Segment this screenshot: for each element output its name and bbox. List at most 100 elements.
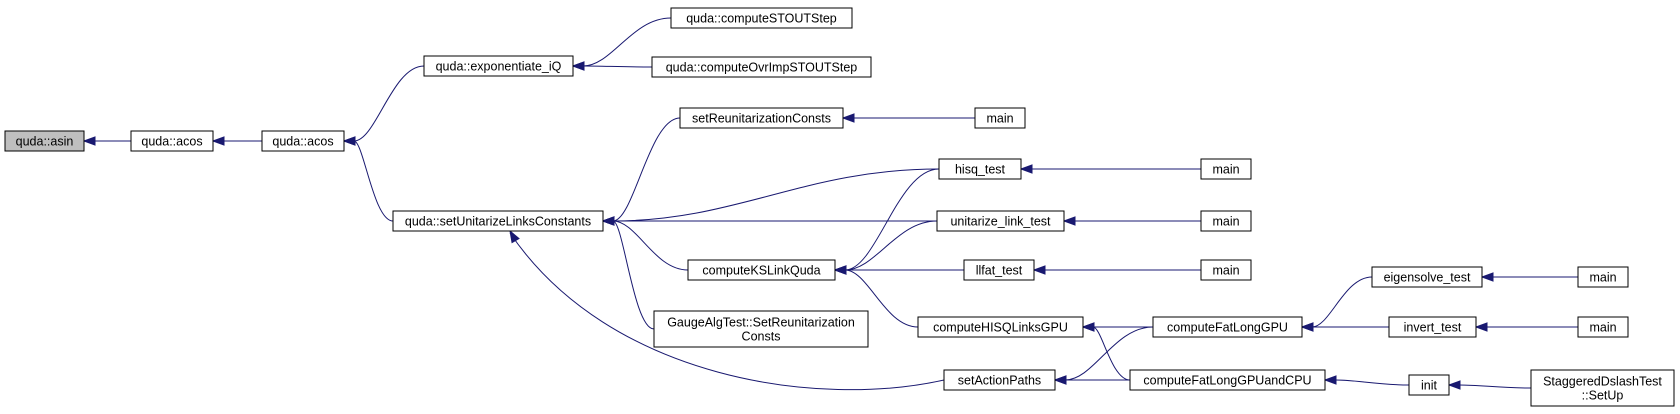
arrowhead-n1-to-n0: [82, 136, 96, 146]
node-box: [261, 130, 345, 152]
node-box: [1152, 316, 1303, 338]
arrowhead-n13-to-n7: [841, 113, 855, 123]
node-hisq-test[interactable]: hisq_test: [938, 158, 1022, 180]
edge-n10-to-n4: [612, 168, 940, 222]
node-label: quda::computeSTOUTStep: [686, 12, 837, 26]
node-invert-test[interactable]: invert_test: [1388, 316, 1477, 338]
node-llfat-test[interactable]: llfat_test: [963, 259, 1035, 281]
arrowhead-n18-to-n14: [1032, 265, 1046, 275]
node-init[interactable]: init: [1408, 374, 1450, 396]
arrowhead-n23-to-n20: [1323, 375, 1337, 385]
node-staggereddslashtest-setup[interactable]: StaggeredDslashTest::SetUp: [1530, 369, 1675, 407]
node-quda-computestoutstep[interactable]: quda::computeSTOUTStep: [670, 7, 853, 29]
arrowhead-n16-to-n10: [1019, 164, 1033, 174]
arrowhead-n2-to-n1: [211, 136, 225, 146]
arrowhead-n4-to-n2: [342, 136, 356, 146]
edge-n20-to-n15: [1092, 326, 1131, 381]
node-label: init: [1421, 379, 1438, 393]
node-computekslinkquda[interactable]: computeKSLinkQuda: [687, 259, 836, 281]
edge-n11-to-n8: [844, 220, 938, 271]
node-box: [1388, 316, 1477, 338]
edge-n10-to-n8: [844, 168, 940, 271]
edge-n9-to-n4: [612, 220, 655, 330]
node-label: main: [986, 112, 1013, 126]
node-box: [687, 259, 836, 281]
node-box: [1371, 266, 1483, 288]
arrowhead-n26-to-n23: [1447, 380, 1461, 390]
node-label: quda::exponentiate_iQ: [436, 60, 562, 74]
node-label: Consts: [742, 330, 781, 344]
node-box: [936, 210, 1065, 232]
edge-n12-to-n4: [509, 232, 945, 391]
node-label: invert_test: [1404, 321, 1462, 335]
arrowhead-n24-to-n21: [1480, 272, 1494, 282]
node-box: [1200, 259, 1252, 281]
node-label: main: [1212, 163, 1239, 177]
node-box: [1408, 374, 1450, 396]
node-box: [1577, 266, 1629, 288]
node-label: main: [1589, 271, 1616, 285]
node-box: [651, 56, 872, 78]
edge-n8-to-n4: [612, 220, 689, 271]
node-box: [1129, 369, 1326, 391]
node-label: eigensolve_test: [1384, 271, 1471, 285]
edge-n21-to-n19: [1311, 276, 1373, 328]
node-box: [1577, 316, 1629, 338]
node-box: [974, 107, 1026, 129]
arrowhead-n20-to-n15: [1081, 322, 1095, 332]
node-main[interactable]: main: [1577, 316, 1629, 338]
node-label: computeKSLinkQuda: [702, 264, 820, 278]
arrowhead-n6-to-n3: [571, 61, 585, 71]
edge-n15-to-n8: [844, 269, 919, 328]
node-main[interactable]: main: [1200, 210, 1252, 232]
node-main[interactable]: main: [974, 107, 1026, 129]
node-label: setActionPaths: [958, 374, 1041, 388]
node-box: [963, 259, 1035, 281]
node-box: [4, 130, 85, 152]
node-setactionpaths[interactable]: setActionPaths: [943, 369, 1056, 391]
node-label: quda::acos: [141, 135, 202, 149]
node-label: quda::acos: [272, 135, 333, 149]
node-computefatlonggpu[interactable]: computeFatLongGPU: [1152, 316, 1303, 338]
node-box: [917, 316, 1084, 338]
node-label: main: [1589, 321, 1616, 335]
node-box: [653, 310, 869, 348]
node-box: [423, 55, 574, 77]
node-box: [1200, 210, 1252, 232]
node-label: main: [1212, 264, 1239, 278]
arrowhead-n20-to-n12: [1053, 375, 1067, 385]
node-label: setReunitarizationConsts: [692, 112, 831, 126]
edge-n7-to-n4: [612, 117, 681, 222]
node-computehisqlinksgpu[interactable]: computeHISQLinksGPU: [917, 316, 1084, 338]
node-label: computeFatLongGPUandCPU: [1143, 374, 1311, 388]
node-quda-acos[interactable]: quda::acos: [130, 130, 214, 152]
edges-layer: [82, 17, 1578, 391]
node-quda-exponentiate-iq[interactable]: quda::exponentiate_iQ: [423, 55, 574, 77]
arrowhead-n12-to-n4: [509, 229, 520, 244]
node-main[interactable]: main: [1200, 259, 1252, 281]
edge-n5-to-n3: [582, 17, 672, 67]
node-unitarize-link-test[interactable]: unitarize_link_test: [936, 210, 1065, 232]
node-label: computeHISQLinksGPU: [933, 321, 1068, 335]
arrowhead-n17-to-n11: [1062, 216, 1076, 226]
node-setreunitarizationconsts[interactable]: setReunitarizationConsts: [679, 107, 844, 129]
node-main[interactable]: main: [1577, 266, 1629, 288]
node-label: quda::asin: [16, 135, 74, 149]
nodes-layer: quda::asin quda::acos quda::acos quda::expo…: [4, 7, 1675, 407]
node-quda-computeovrimpstoutstep[interactable]: quda::computeOvrImpSTOUTStep: [651, 56, 872, 78]
node-quda-asin[interactable]: quda::asin: [4, 130, 85, 152]
node-quda-acos[interactable]: quda::acos: [261, 130, 345, 152]
node-eigensolve-test[interactable]: eigensolve_test: [1371, 266, 1483, 288]
edge-n3-to-n2: [353, 65, 425, 142]
node-computefatlonggpuandcpu[interactable]: computeFatLongGPUandCPU: [1129, 369, 1326, 391]
node-label: GaugeAlgTest::SetReunitarization: [667, 316, 855, 330]
node-quda-setunitarizelinksconstants[interactable]: quda::setUnitarizeLinksConstants: [392, 210, 604, 232]
node-box: [938, 158, 1022, 180]
node-label: unitarize_link_test: [950, 215, 1051, 229]
node-label: quda::computeOvrImpSTOUTStep: [666, 61, 858, 75]
node-label: StaggeredDslashTest: [1543, 375, 1662, 389]
node-main[interactable]: main: [1200, 158, 1252, 180]
edge-n26-to-n23: [1458, 384, 1532, 389]
